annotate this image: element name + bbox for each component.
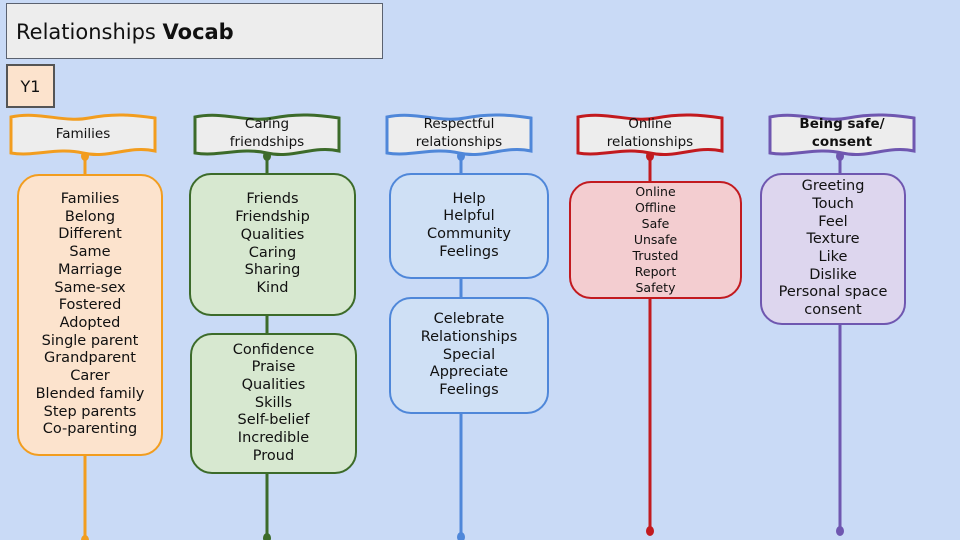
banner-online-relationships: Online relationships [576,113,724,156]
wave-banner-shape [576,113,724,156]
vocab-word: Relationships [420,328,518,345]
vocab-word: Safety [635,280,676,296]
wave-banner-shape [9,113,157,156]
vocab-word: Safe [641,215,670,231]
banner-label-line: relationships [606,134,694,150]
vocab-word: Online [635,183,676,199]
vocab-word: Blended family [35,385,145,402]
vocab-word: Marriage [57,261,123,278]
vocab-word: Personal space [778,284,888,301]
connector-dot-bottom [646,526,654,536]
vocab-word: Praise [251,359,296,376]
vocab-word: Co-parenting [42,421,138,438]
vocab-word: Kind [256,279,289,296]
vocab-word: Offline [634,199,676,215]
connector-dot-bottom [457,532,465,540]
banner-label: Caring friendships [193,113,341,155]
wave-banner-shape [193,113,341,156]
connector-dot-bottom [836,526,844,536]
vocab-word: Caring [248,244,297,261]
year-badge: Y1 [6,64,55,108]
vocab-word: Same [69,244,111,261]
vocab-word: Qualities [241,376,306,393]
banner-families: Families [9,113,157,156]
vocab-word: Belong [64,208,116,225]
vocab-word: Helpful [443,208,495,225]
banner-label-line: Caring [244,116,290,132]
vocab-word: Incredible [237,430,310,447]
vocab-word: Step parents [43,403,137,420]
banner-label-line: consent [811,134,873,150]
vocab-word: Carer [70,368,110,385]
vocab-word: Texture [806,231,860,248]
banner-label-line: relationships [415,134,503,150]
vocab-word: Touch [812,195,854,212]
vocab-word: Friendship [235,209,310,226]
vocab-word: Confidence [232,341,315,358]
vocab-word: Feelings [439,382,499,399]
banner-label-line: Families [55,126,111,142]
vocab-word: Special [442,346,496,363]
banner-label-line: Respectful [423,116,495,132]
banner-label: Being safe/consent [768,113,916,155]
vocab-word: Like [818,249,848,265]
vocab-word: Qualities [240,226,305,243]
connector-dot-bottom [263,533,271,540]
vocab-word: Self-belief [237,412,310,429]
wave-banner-shape [768,113,916,156]
banner-label-line: friendships [229,134,305,150]
vocab-word: Fostered [58,297,122,314]
vocab-word: Different [58,226,122,243]
banner-label-line: Being safe/ [799,116,885,132]
vocab-word: Celebrate [433,311,505,328]
banner-respectful-relationships: Respectful relationships [385,113,533,156]
connector-dot-bottom [81,535,89,540]
vocab-word: Trusted [632,248,679,264]
vocab-word: Sharing [244,262,301,279]
banner-label: Online relationships [576,113,724,155]
banner-caring-friendships: Caring friendships [193,113,341,156]
page-title: Relationships Vocab [16,20,234,44]
vocab-word: Grandparent [43,350,136,367]
vocab-word: Single parent [41,332,139,349]
banner-being-safe-consent: Being safe/consent [768,113,916,156]
vocab-word: Feelings [439,243,499,260]
vocab-word: Unsafe [633,231,678,247]
vocab-word: Skills [254,394,293,411]
vocab-word: Greeting [801,178,865,195]
vocab-word: Dislike [809,266,857,283]
vocab-word: consent [804,302,862,319]
vocab-word: Report [634,264,677,280]
vocab-word: Friends [246,191,299,208]
title-box: Relationships Vocab [6,3,383,59]
vocab-word: Feel [818,213,848,230]
wave-banner-shape [385,113,533,156]
vocab-word: Adopted [59,315,121,331]
vocab-word: Same-sex [54,279,126,296]
banner-label: Respectful relationships [385,113,533,155]
banner-label-line: Online [628,116,672,132]
vocab-word: Proud [252,447,295,464]
vocab-word: Community [427,226,511,242]
vocab-word: Appreciate [429,364,509,381]
vocab-word: Help [452,190,486,207]
vocab-word: Families [60,191,120,208]
banner-label: Families [9,113,157,155]
